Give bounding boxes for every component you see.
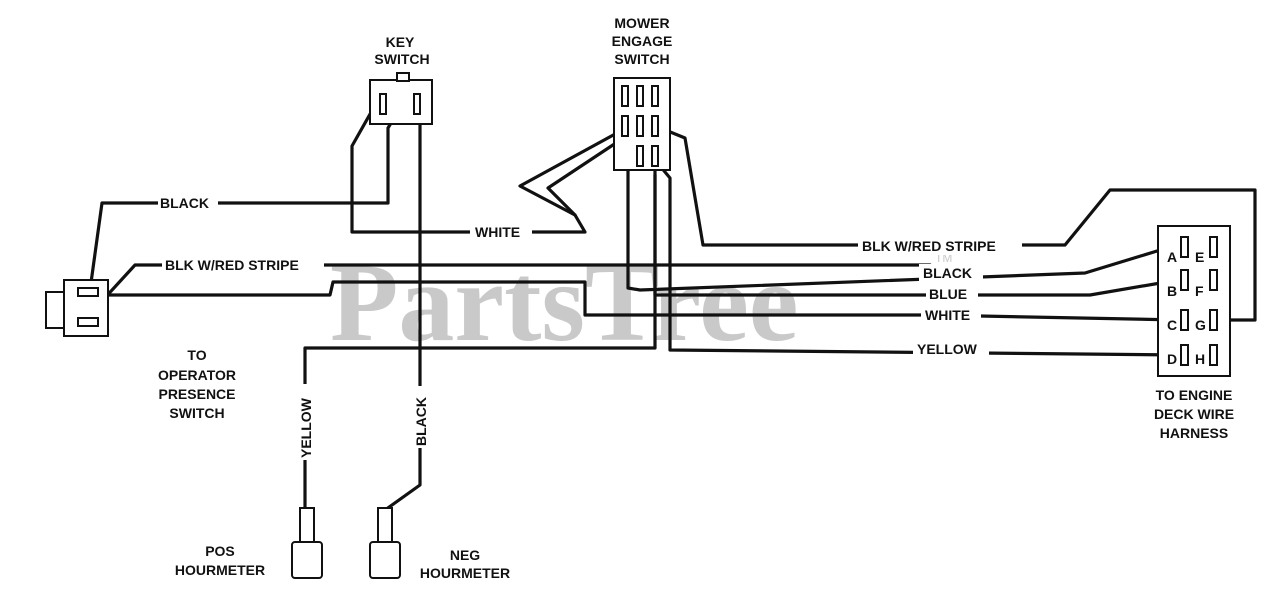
engage-pin-2: [636, 85, 644, 107]
engage-pin-4: [621, 115, 629, 137]
engage-pin-1: [621, 85, 629, 107]
harness-pin-label-g: G: [1195, 317, 1206, 333]
wire-label-black-vertical: BLACK: [413, 397, 429, 446]
wire-op-presence-lower: [103, 280, 932, 317]
neg-hourmeter-label-2: HOURMETER: [420, 565, 510, 581]
pos-hourmeter-label-1: POS: [205, 543, 235, 559]
engage-pin-8: [651, 145, 659, 167]
op-presence-label-3: PRESENCE: [158, 386, 235, 402]
harness-label-1: TO ENGINE: [1156, 387, 1233, 403]
harness-pin-label-b: B: [1167, 283, 1177, 299]
key-switch: [369, 72, 433, 125]
op-presence-label-4: SWITCH: [169, 405, 224, 421]
pos-terminal-body: [291, 541, 323, 579]
harness-pin-d: [1180, 344, 1189, 366]
harness-pin-f: [1209, 269, 1218, 291]
key-switch-tab: [396, 72, 410, 82]
key-switch-pin-1: [379, 93, 387, 115]
operator-presence-connector: [45, 279, 109, 337]
harness-label-2: DECK WIRE: [1154, 406, 1234, 422]
harness-pin-label-d: D: [1167, 351, 1177, 367]
engine-deck-harness-connector: A B C D E F G H: [1157, 225, 1231, 377]
wire-white-key: [350, 98, 630, 234]
wire-label-blk-red-left: BLK W/RED STRIPE: [165, 257, 299, 273]
engage-pin-3: [651, 85, 659, 107]
op-presence-label-2: OPERATOR: [158, 367, 236, 383]
harness-pin-c: [1180, 309, 1189, 331]
op-presence-label-1: TO: [187, 347, 206, 363]
op-pin-1: [77, 287, 99, 297]
harness-pin-label-h: H: [1195, 351, 1205, 367]
harness-pin-b: [1180, 269, 1189, 291]
harness-pin-label-a: A: [1167, 249, 1177, 265]
engage-switch-label-1: MOWER: [614, 15, 669, 31]
wire-label-yellow-right: YELLOW: [917, 341, 978, 357]
harness-pin-g: [1209, 309, 1218, 331]
wire-label-blue-right: BLUE: [929, 286, 967, 302]
harness-pin-h: [1209, 344, 1218, 366]
wire-label-white-right: WHITE: [925, 307, 970, 323]
pos-hourmeter-terminal: [291, 507, 323, 579]
harness-pin-e: [1209, 236, 1218, 258]
engage-pin-7: [636, 145, 644, 167]
engage-pin-5: [636, 115, 644, 137]
neg-hourmeter-label-1: NEG: [450, 547, 480, 563]
harness-label-3: HARNESS: [1160, 425, 1228, 441]
engage-pin-6: [651, 115, 659, 137]
key-switch-label-2: SWITCH: [374, 51, 429, 67]
engage-switch-label-3: SWITCH: [614, 51, 669, 67]
harness-pin-label-e: E: [1195, 249, 1204, 265]
wire-blk-red-right: [656, 125, 1257, 322]
mower-engage-switch: [613, 77, 671, 171]
engage-switch-label-2: ENGAGE: [612, 33, 673, 49]
neg-terminal-neck: [377, 507, 393, 545]
wire-label-white-mid: WHITE: [475, 224, 520, 240]
harness-pin-a: [1180, 236, 1189, 258]
key-switch-pin-2: [413, 93, 421, 115]
wire-black-vertical: [383, 98, 422, 512]
neg-hourmeter-terminal: [369, 507, 401, 579]
wire-white-key-2: [546, 125, 642, 217]
watermark-text: PartsTree: [330, 241, 799, 365]
wire-label-yellow-vertical: YELLOW: [298, 397, 314, 458]
harness-pin-label-c: C: [1167, 317, 1177, 333]
neg-terminal-body: [369, 541, 401, 579]
wire-black-right: [626, 158, 1182, 292]
pos-hourmeter-label-2: HOURMETER: [175, 562, 265, 578]
key-switch-label-1: KEY: [386, 34, 415, 50]
harness-pin-label-f: F: [1195, 283, 1204, 299]
wire-label-blk-red-right: BLK W/RED STRIPE: [862, 238, 996, 254]
pos-terminal-neck: [299, 507, 315, 545]
op-pin-2: [77, 317, 99, 327]
wire-label-black-right: BLACK: [923, 265, 972, 281]
wire-label-black-left: BLACK: [160, 195, 209, 211]
